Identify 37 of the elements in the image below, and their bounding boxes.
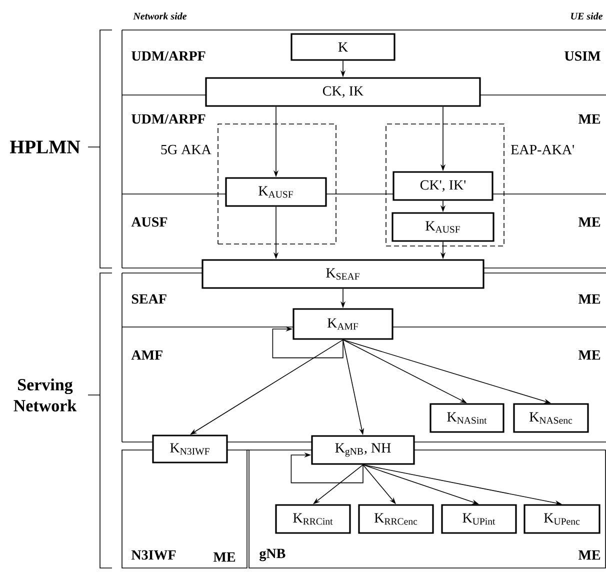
function-label: ME [578,550,600,560]
key-box: K$_{gNB}$, NH [311,435,415,465]
arrow [290,452,364,484]
function-label: N3IWF [131,550,176,560]
key-box: CK, IK [205,77,481,107]
key-box: K$_{N3IWF}$ [152,434,228,464]
function-label: ME [578,350,600,360]
key-box: K$_{SEAF}$ [202,259,484,289]
function-label: UDM/ARPF [132,114,206,124]
key-box: K$_{UPint}$ [441,504,517,534]
key-box: K$_{NASenc}$ [513,403,589,433]
function-label: ME [213,552,236,562]
function-label: ME [578,114,600,124]
side-heading: UE side [571,12,603,20]
function-label: gNB [260,548,286,562]
side-heading: Network side [133,12,187,20]
function-label: UDM/ARPF [132,51,206,61]
function-label: ME [578,294,600,304]
node-label: EAP-AKA' [511,144,574,154]
arrow [272,326,344,358]
function-label: SEAF [132,294,166,304]
key-box: K$_{RRCenc}$ [358,504,434,534]
domain-label: HPLMN [10,140,80,154]
node-label: 5G AKA [161,144,212,154]
function-label: USIM [564,51,600,61]
key-box: K$_{AUSF}$ [225,177,327,207]
key-box: K [290,33,396,61]
function-label: ME [578,217,600,227]
function-label: AUSF [131,217,168,227]
key-box: K$_{AMF}$ [292,308,394,340]
key-box: K$_{UPenc}$ [524,504,600,534]
function-label: AMF [131,350,162,360]
domain-label: Serving Network [14,378,77,412]
key-box: K$_{AUSF}$ [392,212,494,242]
key-box: CK', IK' [392,171,494,201]
key-box: K$_{RRCint}$ [275,504,351,534]
key-box: K$_{NASint}$ [430,403,504,433]
